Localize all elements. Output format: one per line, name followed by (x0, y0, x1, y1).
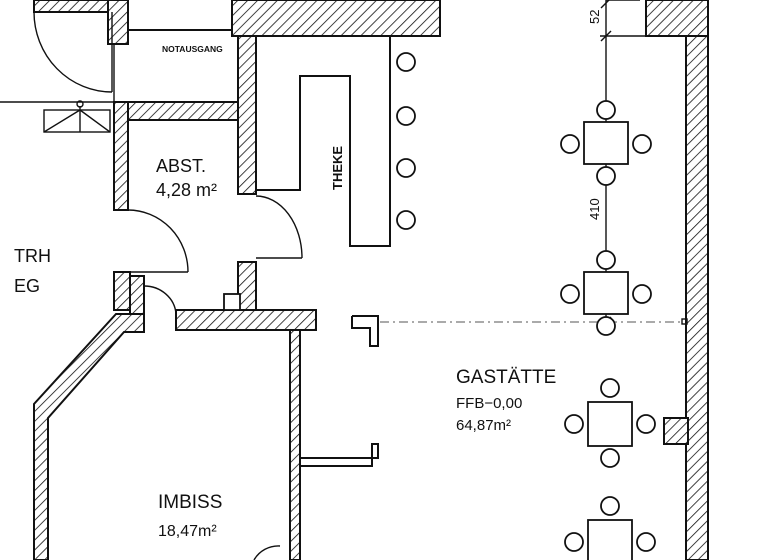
wall-top-left-stub (33, 0, 109, 13)
room-area-gastaette: 64,87m² (456, 417, 511, 434)
wall-abst-right (237, 35, 257, 195)
table-icon (587, 401, 633, 447)
chair-icon (600, 378, 620, 398)
door-bottom-arc (253, 545, 281, 560)
door-theke-swing (255, 195, 303, 259)
chair-icon (596, 166, 616, 186)
walls (33, 0, 709, 560)
wall-top-center (231, 0, 441, 37)
shaft-box (223, 293, 241, 311)
door-abst-swing (127, 209, 189, 273)
room-label-abst: ABST. (156, 156, 206, 176)
wall-imbiss-right (289, 329, 301, 560)
chair-icon (560, 284, 580, 304)
wall-top-left-pillar (107, 0, 129, 45)
dimension-label-top: 52 (587, 10, 602, 24)
railing (43, 109, 111, 133)
chair-icon (632, 134, 652, 154)
stool-icon (396, 210, 416, 230)
table-icon (583, 121, 629, 165)
table-icon (587, 519, 633, 560)
room-label-eg: EG (14, 276, 40, 296)
room-label-gastaette: GASTÄTTE (456, 367, 556, 388)
table-set-2 (560, 250, 652, 336)
partition-lower (300, 443, 379, 467)
door-imbiss-swing (143, 285, 177, 315)
room-area-abst: 4,28 m² (156, 180, 217, 200)
table-set-1 (560, 100, 652, 186)
notausgang-wall (127, 29, 233, 44)
chair-icon (596, 250, 616, 270)
bar-stools (396, 52, 416, 230)
wall-right-outer (685, 35, 709, 560)
chair-icon (564, 532, 584, 552)
wall-top-right (645, 0, 709, 37)
chair-icon (600, 496, 620, 516)
door-exit-swing (33, 11, 113, 93)
dimension-label-vertical: 410 (587, 198, 602, 220)
dim-slash-top (600, 30, 612, 42)
railing-knob (76, 100, 84, 108)
theke-counter (256, 35, 391, 247)
dim-slash-mid (600, 0, 610, 9)
room-label-trh: TRH (14, 246, 51, 266)
chair-icon (636, 414, 656, 434)
wall-left-mid (113, 271, 131, 311)
room-ffb-gastaette: FFB−0,00 (456, 395, 522, 412)
table-set-4 (564, 496, 656, 560)
room-label-theke: THEKE (330, 146, 345, 190)
table-set-3 (564, 378, 656, 468)
stool-icon (396, 158, 416, 178)
stool-icon (396, 52, 416, 72)
room-label-imbiss: IMBISS (158, 492, 222, 513)
stool-icon (396, 106, 416, 126)
wall-imbiss-diagonal (33, 313, 145, 560)
railing-diag-2 (79, 109, 111, 133)
chair-icon (560, 134, 580, 154)
chair-icon (564, 414, 584, 434)
room-area-imbiss: 18,47m² (158, 523, 217, 540)
bar-wall-stub (351, 315, 379, 347)
room-label-notausgang: NOTAUSGANG (162, 44, 223, 54)
chair-icon (596, 316, 616, 336)
wall-imbiss-top (175, 309, 317, 331)
axis-end (681, 318, 688, 325)
wall-abst-left (113, 101, 129, 211)
chair-icon (636, 532, 656, 552)
table-icon (583, 271, 629, 315)
wall-right-niche (663, 417, 689, 445)
chair-icon (600, 448, 620, 468)
wall-abst-top (113, 101, 255, 121)
railing-diag-1 (43, 109, 81, 133)
chair-icon (596, 100, 616, 120)
chair-icon (632, 284, 652, 304)
plan-lines (0, 11, 688, 560)
